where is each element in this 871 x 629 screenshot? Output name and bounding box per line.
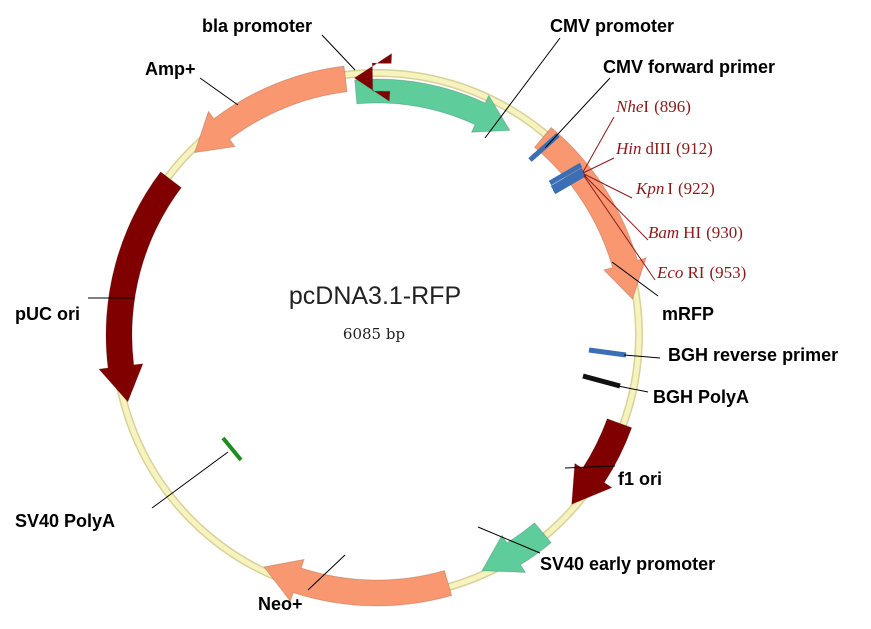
mrfp-label: mRFP: [662, 304, 714, 324]
cmv-promoter-label: CMV promoter: [550, 16, 674, 36]
bgh-reverse-primer-mark: [588, 347, 627, 358]
sv40-polya-mark: [221, 436, 243, 462]
bgh-polya-label: BGH PolyA: [653, 387, 749, 407]
sv40-early-promoter-label: SV40 early promoter: [540, 554, 715, 574]
amp-label: Amp+: [145, 59, 196, 79]
cmv-forward-primer-label: CMV forward primer: [603, 57, 775, 77]
bgh-polya-leader: [617, 385, 649, 393]
neo-label: Neo+: [258, 594, 303, 614]
nhe-i-leader: [582, 116, 615, 173]
kpn-i-leader: [583, 173, 633, 199]
restriction-site-mark: [550, 167, 585, 191]
bla-promoter-label: bla promoter: [202, 16, 312, 36]
plasmid-name: pcDNA3.1-RFP: [289, 282, 461, 310]
f1-ori-label: f1 ori: [618, 469, 662, 489]
bla-promoter-leader: [321, 34, 356, 71]
cmv-forward-primer-leader: [544, 77, 611, 149]
puc-ori-label: pUC ori: [15, 304, 80, 324]
sv40-early-promoter-arrow: [481, 521, 552, 574]
sv40-polya-label: SV40 PolyA: [15, 511, 115, 531]
bla-promoter-arrow: [353, 52, 393, 103]
feature-arrows: [97, 52, 647, 607]
neo-leader: [307, 554, 346, 591]
sv40-polya-leader: [151, 451, 229, 509]
hind-iii-leader: [582, 157, 615, 174]
puc-ori-arrow: [97, 171, 182, 403]
cmv-promoter-arrow: [354, 78, 511, 133]
restriction-site-label: NheI(896): [615, 97, 691, 116]
amp-arrow: [193, 65, 348, 154]
f1-ori-leader: [564, 465, 616, 469]
restriction-site-mark: [548, 162, 583, 186]
bgh-polya-mark: [582, 373, 621, 389]
neo-arrow: [263, 558, 453, 607]
eco-ri-leader: [583, 175, 656, 281]
bgh-reverse-primer-leader: [623, 354, 661, 359]
bgh-reverse-primer-label: BGH reverse primer: [668, 345, 838, 365]
plasmid-size: 6085 bp: [343, 325, 405, 343]
bam-hi-leader: [583, 174, 649, 241]
f1-ori-arrow: [571, 418, 633, 506]
sv40-early-promoter-leader: [477, 526, 541, 554]
cmv-promoter-leader: [484, 37, 561, 139]
restriction-site-mark: [552, 171, 587, 195]
amp-leader: [199, 77, 239, 106]
mrfp-leader: [611, 261, 659, 297]
